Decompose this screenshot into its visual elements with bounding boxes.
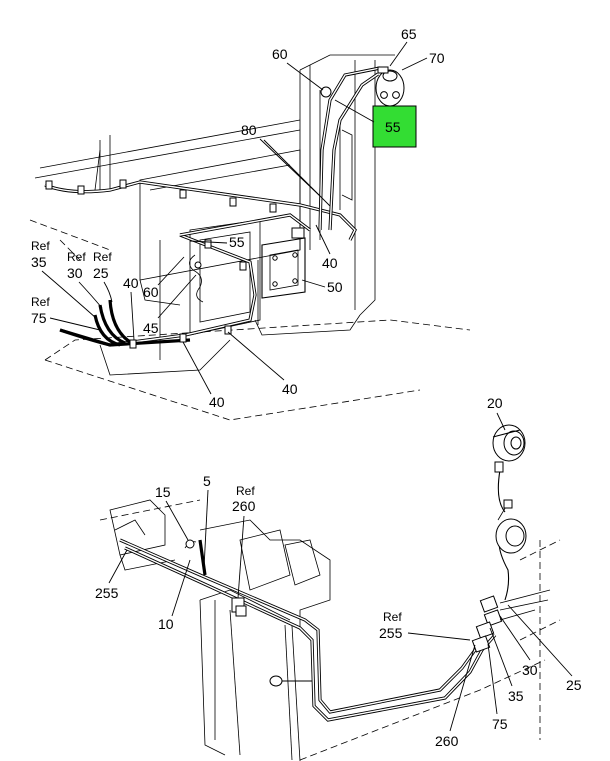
ref-label-35: Ref bbox=[31, 239, 50, 253]
lower-door-assembly bbox=[99, 424, 561, 761]
callout-40-c: 40 bbox=[209, 394, 225, 410]
ref-label-260: Ref bbox=[236, 484, 255, 498]
callout-40-b: 40 bbox=[123, 275, 139, 291]
callout-45: 45 bbox=[143, 320, 159, 336]
callout-60-mid: 60 bbox=[143, 284, 159, 300]
callout-40-d: 40 bbox=[282, 381, 298, 397]
callout-30: 30 bbox=[67, 265, 83, 281]
callout-35: 35 bbox=[31, 254, 47, 270]
callout-15: 15 bbox=[155, 484, 171, 500]
callout-5: 5 bbox=[203, 473, 211, 489]
callout-255-ref: 255 bbox=[379, 625, 403, 641]
callout-30-b: 30 bbox=[522, 662, 538, 678]
callout-255-left: 255 bbox=[95, 585, 119, 601]
callout-55-highlight: 55 bbox=[385, 119, 401, 135]
speaker-20 bbox=[492, 424, 527, 554]
callout-10: 10 bbox=[158, 616, 174, 632]
callout-80: 80 bbox=[241, 122, 257, 138]
callout-60-top: 60 bbox=[272, 46, 288, 62]
callout-70: 70 bbox=[429, 50, 445, 66]
highlighted-part-55[interactable]: 55 bbox=[372, 105, 417, 148]
callout-75: 75 bbox=[31, 310, 47, 326]
ref-label-30: Ref bbox=[67, 250, 86, 264]
ref-label-25: Ref bbox=[93, 250, 112, 264]
callout-55-mid: 55 bbox=[229, 234, 245, 250]
speaker-connectors bbox=[471, 589, 551, 653]
callout-25: 25 bbox=[93, 265, 109, 281]
callout-20: 20 bbox=[487, 395, 503, 411]
callout-65: 65 bbox=[401, 26, 417, 42]
ref-label-255: Ref bbox=[383, 610, 402, 624]
callout-260-bottom: 260 bbox=[435, 733, 459, 749]
lower-callouts: 20 15 5 Ref 260 255 10 Ref 255 30 25 35 … bbox=[95, 395, 582, 749]
callout-40-a: 40 bbox=[322, 255, 338, 271]
callout-75-b: 75 bbox=[492, 716, 508, 732]
dome-light-assembly bbox=[320, 66, 405, 107]
callout-50: 50 bbox=[327, 279, 343, 295]
upper-callouts: 65 70 60 80 55 40 60 50 Ref 35 Ref 30 Re… bbox=[31, 26, 445, 410]
callout-260-top: 260 bbox=[232, 498, 256, 514]
ref-label-75: Ref bbox=[31, 295, 50, 309]
callout-25-b: 25 bbox=[566, 677, 582, 693]
callout-35-b: 35 bbox=[508, 688, 524, 704]
upper-cab-assembly bbox=[29, 54, 471, 421]
harness-clips bbox=[45, 179, 277, 349]
